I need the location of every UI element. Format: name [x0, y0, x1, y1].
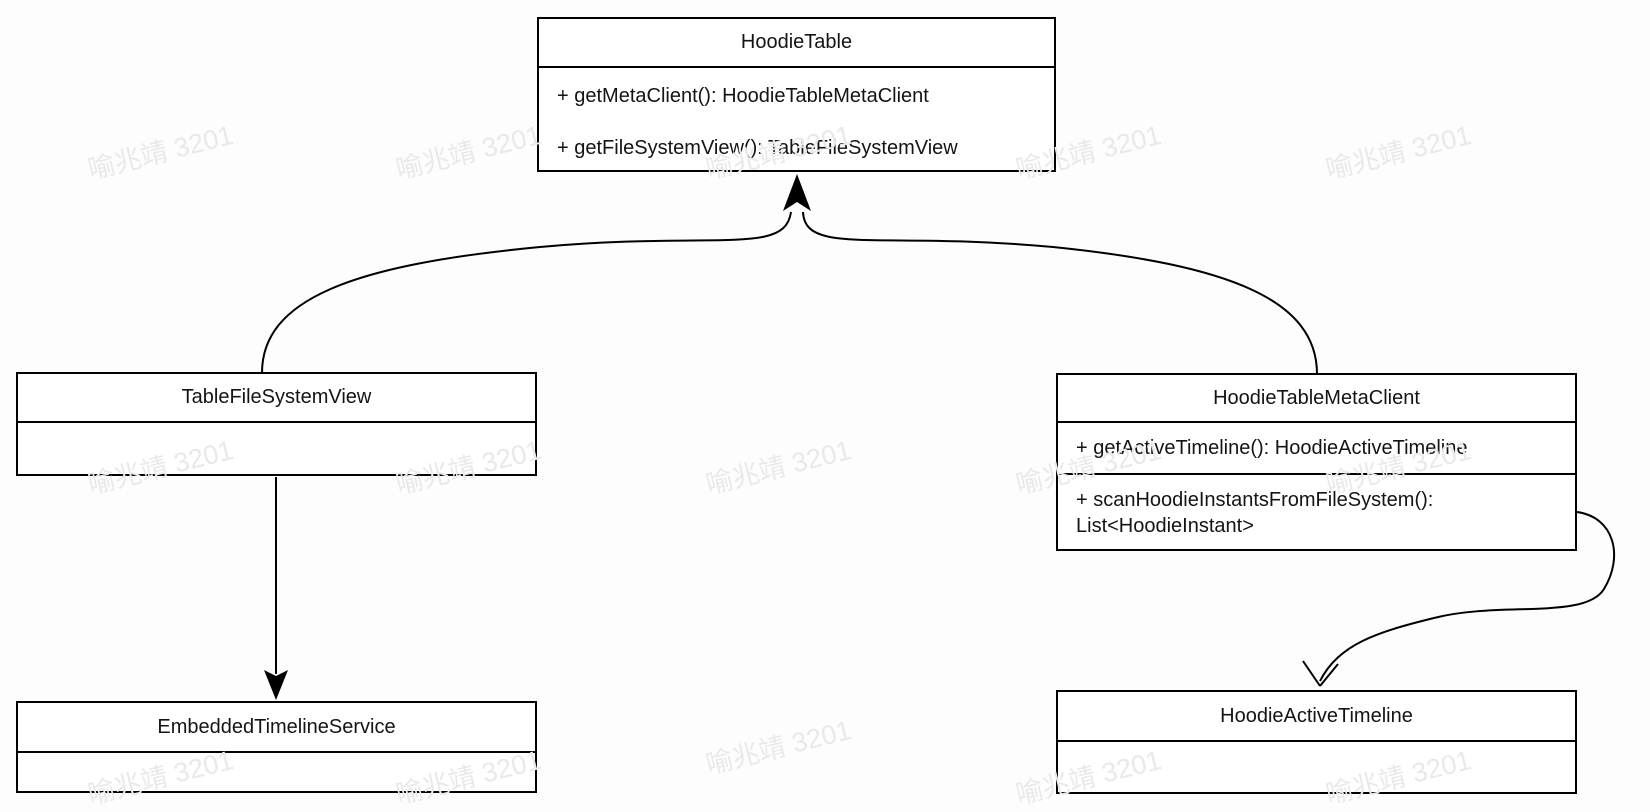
- class-methods-hoodietable: + getMetaClient(): HoodieTableMetaClient…: [539, 68, 1054, 161]
- class-box-hoodietablemetaclient: HoodieTableMetaClient + getActiveTimelin…: [1056, 373, 1577, 551]
- class-box-hoodietable: HoodieTable + getMetaClient(): HoodieTab…: [537, 17, 1056, 172]
- filled-arrowhead-embeddedtimelineservice: [264, 670, 288, 700]
- method-scanhoodieinstantsfromfilesystem: + scanHoodieInstantsFromFileSystem(): Li…: [1076, 489, 1434, 537]
- arrow-hoodietablemetaclient-to-hoodietable: [802, 211, 1318, 375]
- class-title-hoodietablemetaclient: HoodieTableMetaClient: [1058, 375, 1575, 423]
- method-compartment-getactivetimeline: + getActiveTimeline(): HoodieActiveTimel…: [1058, 423, 1575, 475]
- arrow-hoodietablemetaclient-to-hoodieactivetimeline: [1319, 511, 1616, 682]
- class-title-embeddedtimelineservice: EmbeddedTimelineService: [18, 703, 535, 753]
- method-compartment-scanhoodieinstants: + scanHoodieInstantsFromFileSystem(): Li…: [1058, 475, 1575, 539]
- class-box-hoodieactivetimeline: HoodieActiveTimeline: [1056, 690, 1577, 794]
- arrow-tablefilesystemview-to-hoodietable: [261, 211, 792, 374]
- class-title-hoodieactivetimeline: HoodieActiveTimeline: [1058, 692, 1575, 742]
- method-getmetaclient: + getMetaClient(): HoodieTableMetaClient: [557, 85, 929, 107]
- class-box-tablefilesystemview: TableFileSystemView: [16, 372, 537, 476]
- class-title-tablefilesystemview: TableFileSystemView: [18, 374, 535, 423]
- class-title-hoodietable: HoodieTable: [539, 19, 1054, 68]
- open-arrowhead-hoodieactivetimeline: [1302, 660, 1339, 687]
- method-getfilesystemview: + getFileSystemView(): TableFileSystemVi…: [557, 137, 958, 159]
- filled-arrowhead-hoodietable: [783, 174, 811, 211]
- method-getactivetimeline: + getActiveTimeline(): HoodieActiveTimel…: [1076, 436, 1468, 459]
- class-box-embeddedtimelineservice: EmbeddedTimelineService: [16, 701, 537, 793]
